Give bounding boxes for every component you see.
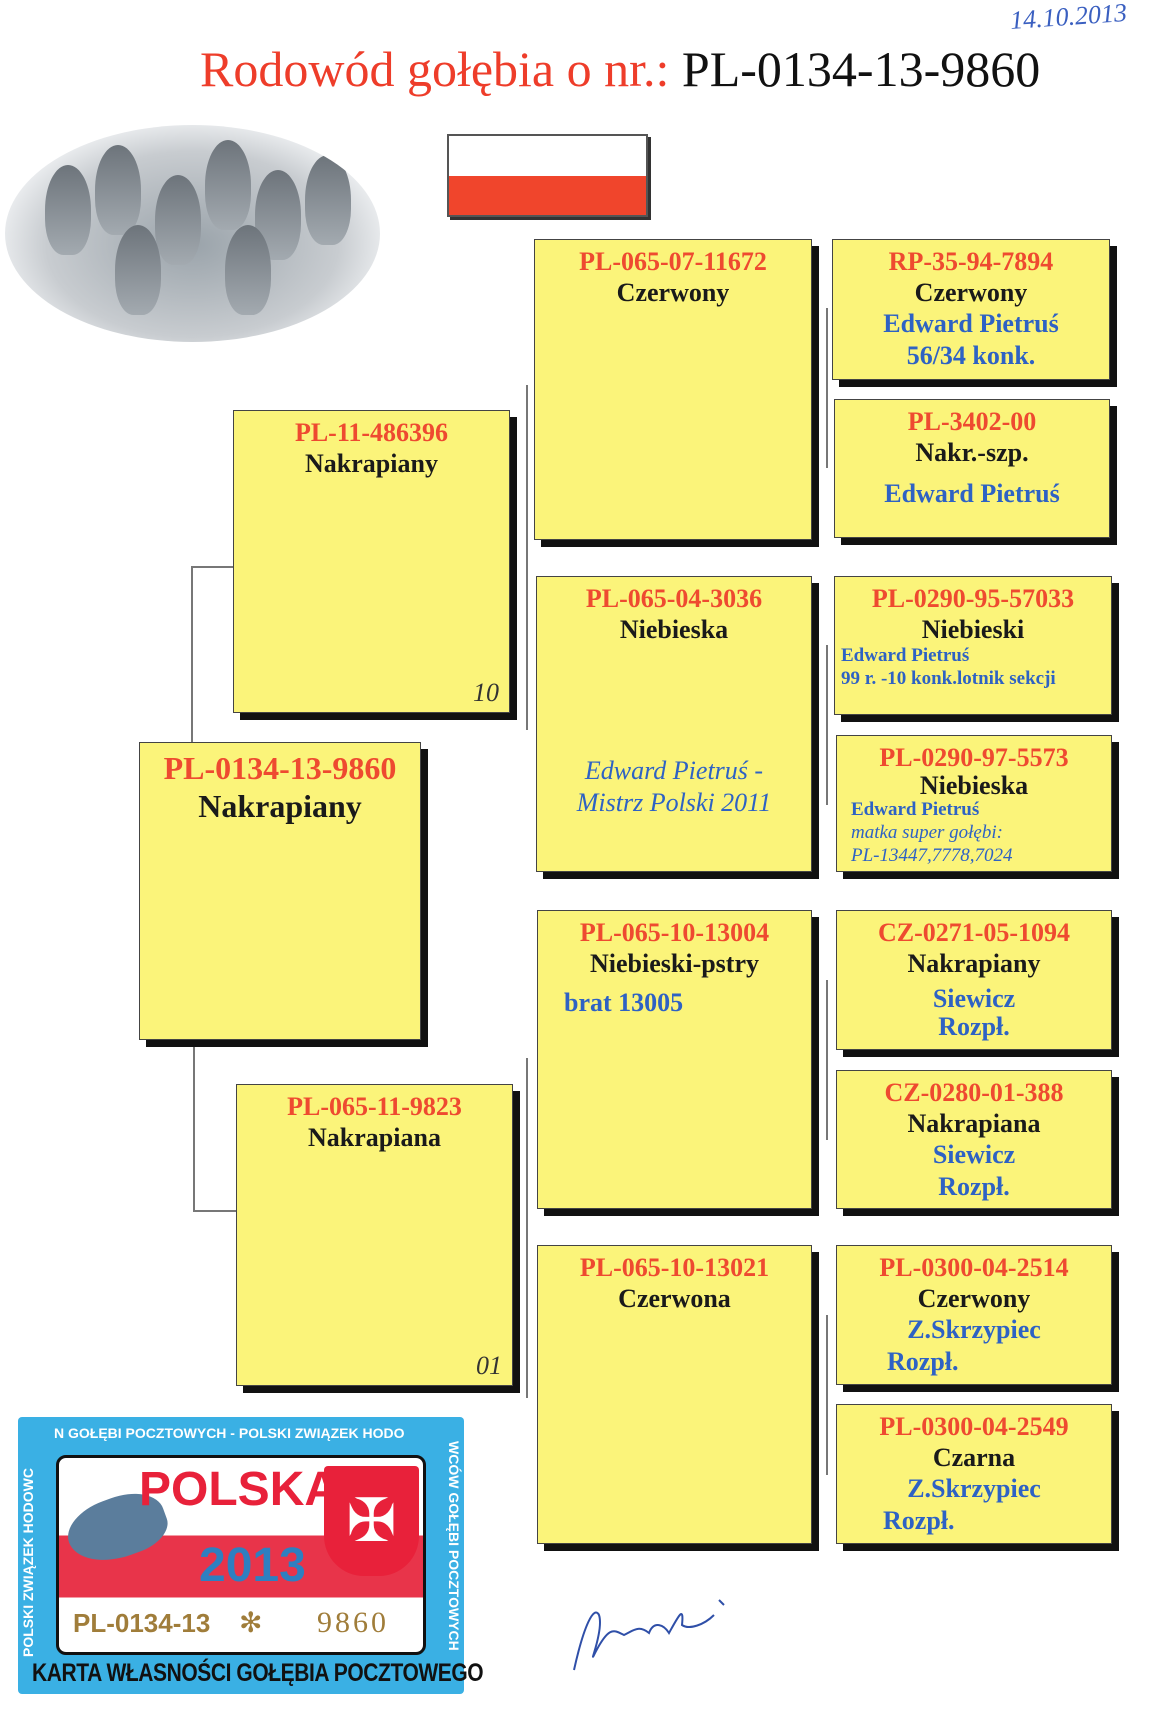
handwritten-date: 14.10.2013: [1009, 0, 1128, 36]
color: Nakrapiany: [198, 788, 362, 825]
asterisk-icon: ✻: [239, 1607, 263, 1638]
color: Czerwony: [616, 278, 730, 308]
handwritten-note: 01: [476, 1350, 502, 1380]
owner: Z.Skrzypiec: [907, 1315, 1041, 1345]
owner: Edward Pietruś: [884, 479, 1060, 509]
color: Nakr.-szp.: [915, 438, 1029, 468]
pigeon-gen3: PL-0300-04-2514 Czerwony Z.Skrzypiec Roz…: [836, 1245, 1112, 1385]
title-number: PL-0134-13-9860: [681, 41, 1041, 97]
ring-number: PL-0300-04-2514: [879, 1253, 1069, 1282]
ring-number: PL-11-486396: [294, 418, 449, 447]
ring-number: PL-065-11-9823: [287, 1092, 462, 1121]
pigeons-photo: [5, 125, 380, 342]
note: PL-13447,7778,7024: [851, 844, 1013, 866]
handwritten-note: 10: [473, 677, 499, 707]
pigeon-gen3: CZ-0280-01-388 Nakrapiana Siewicz Rozpł.: [836, 1070, 1112, 1209]
color: Nakrapiany: [907, 949, 1041, 979]
pigeon-gen3: RP-35-94-7894 Czerwony Edward Pietruś 56…: [832, 239, 1110, 380]
owner: Z.Skrzypiec: [907, 1474, 1041, 1504]
page-title: Rodowód gołębia o nr.: PL-0134-13-9860: [200, 40, 1040, 98]
card-number: 9860: [317, 1606, 389, 1639]
owner: Edward Pietruś: [841, 645, 970, 667]
note: 99 r. -10 konk.lotnik sekcji: [841, 668, 1056, 690]
ring-number: PL-0290-97-5573: [879, 743, 1069, 772]
color: Czerwony: [914, 278, 1028, 308]
pigeon-gen2: PL-065-10-13004 Niebieski-pstry brat 130…: [537, 910, 812, 1209]
ring-number: PL-065-10-13004: [579, 918, 770, 947]
color: Nakrapiany: [305, 449, 438, 479]
note: Mistrz Polski 2011: [576, 787, 772, 817]
note: Edward Pietruś -: [584, 756, 764, 786]
ring-number: PL-065-10-13021: [579, 1253, 770, 1282]
note: brat 13005: [564, 988, 684, 1018]
color: Nakrapiana: [308, 1123, 441, 1153]
card-year: 2013: [199, 1539, 306, 1592]
owner: Edward Pietruś: [851, 799, 980, 821]
ring-number: PL-0300-04-2549: [879, 1412, 1069, 1441]
color: Niebieska: [919, 771, 1029, 801]
card-ring: PL-0134-13: [73, 1608, 211, 1638]
ring-number: PL-065-04-3036: [585, 584, 763, 613]
card-top-text: N GOŁĘBI POCZTOWYCH - POLSKI ZWIĄZEK HOD…: [54, 1425, 405, 1441]
pigeon-main: PL-0134-13-9860 Nakrapiany: [139, 742, 421, 1040]
note: Rozpł.: [887, 1346, 959, 1376]
pigeon-gen2: PL-065-10-13021 Czerwona: [537, 1245, 812, 1544]
note: Rozpł.: [938, 1011, 1010, 1041]
card-country: POLSKA: [139, 1463, 340, 1516]
card-right-text: WCÓW GOŁĘBI POCZTOWYCH: [446, 1441, 462, 1651]
ring-number: CZ-0271-05-1094: [877, 918, 1071, 947]
card-bottom-text: KARTA WŁASNOŚCI GOŁĘBIA POCZTOWEGO: [32, 1659, 484, 1687]
pigeon-gen2: PL-065-04-3036 Niebieska Edward Pietruś …: [536, 576, 812, 872]
pigeon-gen2: PL-065-07-11672 Czerwony: [534, 239, 812, 540]
color: Niebieski-pstry: [590, 949, 759, 979]
pigeon-mother: PL-065-11-9823 Nakrapiana 01: [236, 1084, 513, 1386]
owner: Edward Pietruś: [883, 309, 1059, 339]
ring-number: PL-0134-13-9860: [163, 750, 397, 786]
signature: [573, 1599, 725, 1671]
color: Czarna: [932, 1443, 1016, 1473]
ring-number: CZ-0280-01-388: [884, 1078, 1064, 1107]
pigeon-gen3: PL-3402-00 Nakr.-szp. Edward Pietruś: [834, 399, 1110, 538]
ring-number: RP-35-94-7894: [888, 247, 1054, 276]
ring-number: PL-065-07-11672: [579, 247, 767, 276]
pigeon-gen3: PL-0290-97-5573 Niebieska Edward Pietruś…: [836, 735, 1112, 872]
pigeon-gen3: PL-0290-95-57033 Niebieski Edward Pietru…: [834, 576, 1112, 715]
note: matka super gołębi:: [851, 821, 1003, 843]
color: Niebieska: [619, 615, 729, 645]
title-prefix: Rodowód gołębia o nr.:: [200, 41, 670, 97]
pigeon-gen3: CZ-0271-05-1094 Nakrapiany Siewicz Rozpł…: [836, 910, 1112, 1050]
polish-flag: [447, 134, 648, 217]
note: Rozpł.: [938, 1171, 1010, 1201]
note: 56/34 konk.: [906, 340, 1036, 370]
color: Nakrapiana: [907, 1109, 1041, 1139]
eagle-emblem-icon: ✠: [324, 1466, 419, 1576]
color: Czerwona: [618, 1284, 731, 1314]
note: Rozpł.: [883, 1505, 955, 1535]
owner: Siewicz: [932, 1140, 1016, 1170]
ring-number: PL-0290-95-57033: [871, 584, 1075, 613]
color: Niebieski: [921, 615, 1025, 645]
card-left-text: POLSKI ZWIĄZEK HODOWC: [20, 1468, 36, 1657]
ownership-card: N GOŁĘBI POCZTOWYCH - POLSKI ZWIĄZEK HOD…: [18, 1417, 484, 1694]
pigeon-father: PL-11-486396 Nakrapiany 10: [233, 410, 510, 713]
owner: Siewicz: [932, 984, 1016, 1014]
ring-number: PL-3402-00: [907, 407, 1037, 436]
pigeon-gen3: PL-0300-04-2549 Czarna Z.Skrzypiec Rozpł…: [836, 1404, 1112, 1544]
color: Czerwony: [917, 1284, 1031, 1314]
